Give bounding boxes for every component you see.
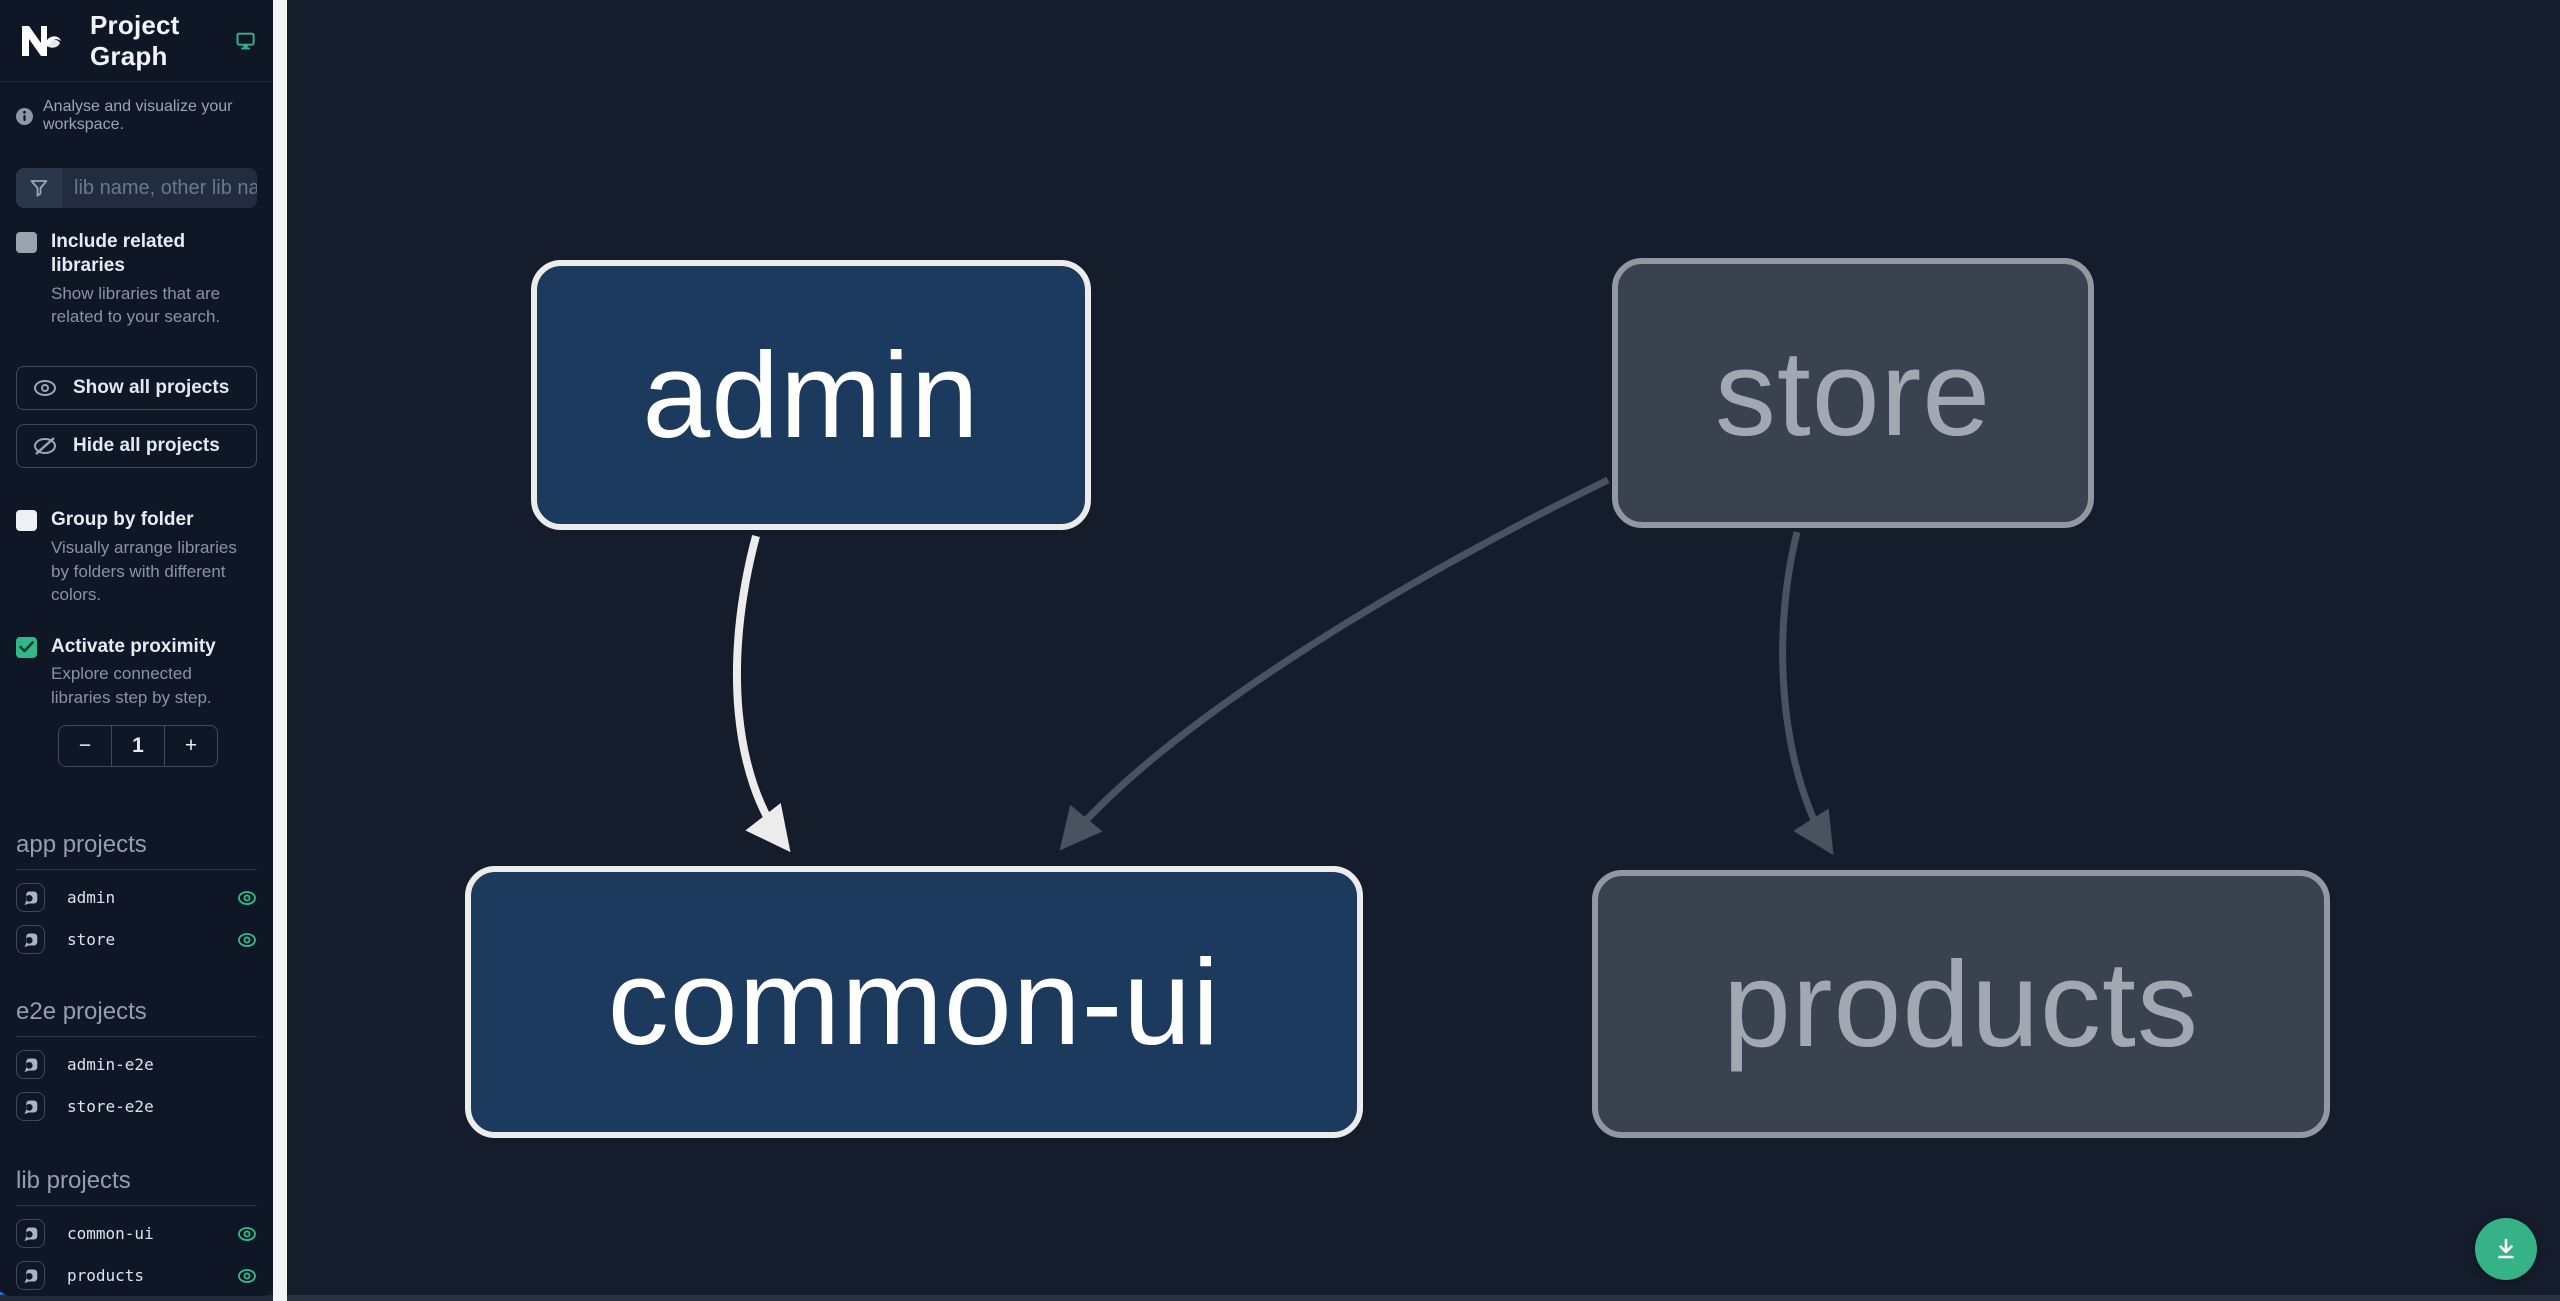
project-row-store-e2e: store-e2e xyxy=(16,1092,257,1122)
filter-input[interactable] xyxy=(62,168,257,208)
sidebar-scrollbar-track[interactable] xyxy=(273,0,287,1301)
project-row-admin: admin xyxy=(16,883,257,913)
download-icon xyxy=(2498,1238,2514,1259)
dependency-edges xyxy=(732,476,1834,856)
eye-slash-icon xyxy=(34,437,56,456)
page-title: Project Graph xyxy=(90,9,180,71)
check-icon xyxy=(19,641,34,653)
group-by-folder-option: Group by folder Visually arrange librari… xyxy=(16,508,257,606)
download-graph-button[interactable] xyxy=(2475,1218,2537,1280)
focus-icon[interactable] xyxy=(16,925,45,955)
nx-logo xyxy=(22,25,61,56)
bottom-scrollbar-track-left[interactable] xyxy=(0,1295,273,1301)
edge-admin-to-common-ui[interactable] xyxy=(732,534,791,853)
graph-node-admin[interactable]: admin xyxy=(531,260,1091,530)
eye-icon[interactable] xyxy=(237,932,257,948)
section-title-e2e-projects: e2e projects xyxy=(16,998,257,1038)
activate-proximity-checkbox[interactable] xyxy=(16,636,37,658)
info-icon xyxy=(16,107,33,125)
eye-icon xyxy=(34,380,56,397)
activate-proximity-option: Activate proximity Explore connected lib… xyxy=(16,635,257,710)
edge-store-to-products[interactable] xyxy=(1779,531,1834,856)
eye-icon[interactable] xyxy=(237,1268,257,1284)
include-related-option: Include related libraries Show libraries… xyxy=(16,230,257,328)
focus-icon[interactable] xyxy=(16,1050,45,1080)
workspace-subtitle: Analyse and visualize your workspace. xyxy=(16,98,257,134)
hide-all-projects-button[interactable]: Hide all projects xyxy=(16,424,257,469)
proximity-value: 1 xyxy=(111,726,165,767)
graph-node-products[interactable]: products xyxy=(1592,870,2330,1138)
edge-store-to-common-ui[interactable] xyxy=(1059,476,1610,851)
funnel-icon xyxy=(16,168,62,208)
eye-icon[interactable] xyxy=(237,890,257,906)
proximity-increment-button[interactable]: + xyxy=(165,726,217,766)
include-related-checkbox[interactable] xyxy=(16,232,37,253)
graph-node-store[interactable]: store xyxy=(1612,258,2094,528)
project-row-products: products xyxy=(16,1261,257,1291)
proximity-stepper: − 1 + xyxy=(58,725,218,768)
bottom-scrollbar-track-right[interactable] xyxy=(287,1295,2560,1301)
focus-icon[interactable] xyxy=(16,883,45,913)
proximity-decrement-button[interactable]: − xyxy=(59,726,111,766)
monitor-icon[interactable] xyxy=(236,29,255,53)
sidebar-header: Project Graph xyxy=(0,0,273,82)
project-row-admin-e2e: admin-e2e xyxy=(16,1050,257,1080)
section-title-lib-projects: lib projects xyxy=(16,1167,257,1207)
filter-field xyxy=(16,168,257,208)
section-title-app-projects: app projects xyxy=(16,831,257,871)
graph-node-common-ui[interactable]: common-ui xyxy=(465,866,1363,1138)
group-by-folder-checkbox[interactable] xyxy=(16,510,37,532)
focus-icon[interactable] xyxy=(16,1219,45,1249)
project-row-store: store xyxy=(16,925,257,955)
project-row-common-ui: common-ui xyxy=(16,1219,257,1249)
eye-icon[interactable] xyxy=(237,1226,257,1242)
focus-icon[interactable] xyxy=(16,1261,45,1291)
graph-canvas[interactable]: admin store common-ui products xyxy=(287,0,2560,1301)
sidebar: Project Graph Analyse and visualize your… xyxy=(0,0,273,1296)
show-all-projects-button[interactable]: Show all projects xyxy=(16,366,257,411)
focus-icon[interactable] xyxy=(16,1092,45,1122)
